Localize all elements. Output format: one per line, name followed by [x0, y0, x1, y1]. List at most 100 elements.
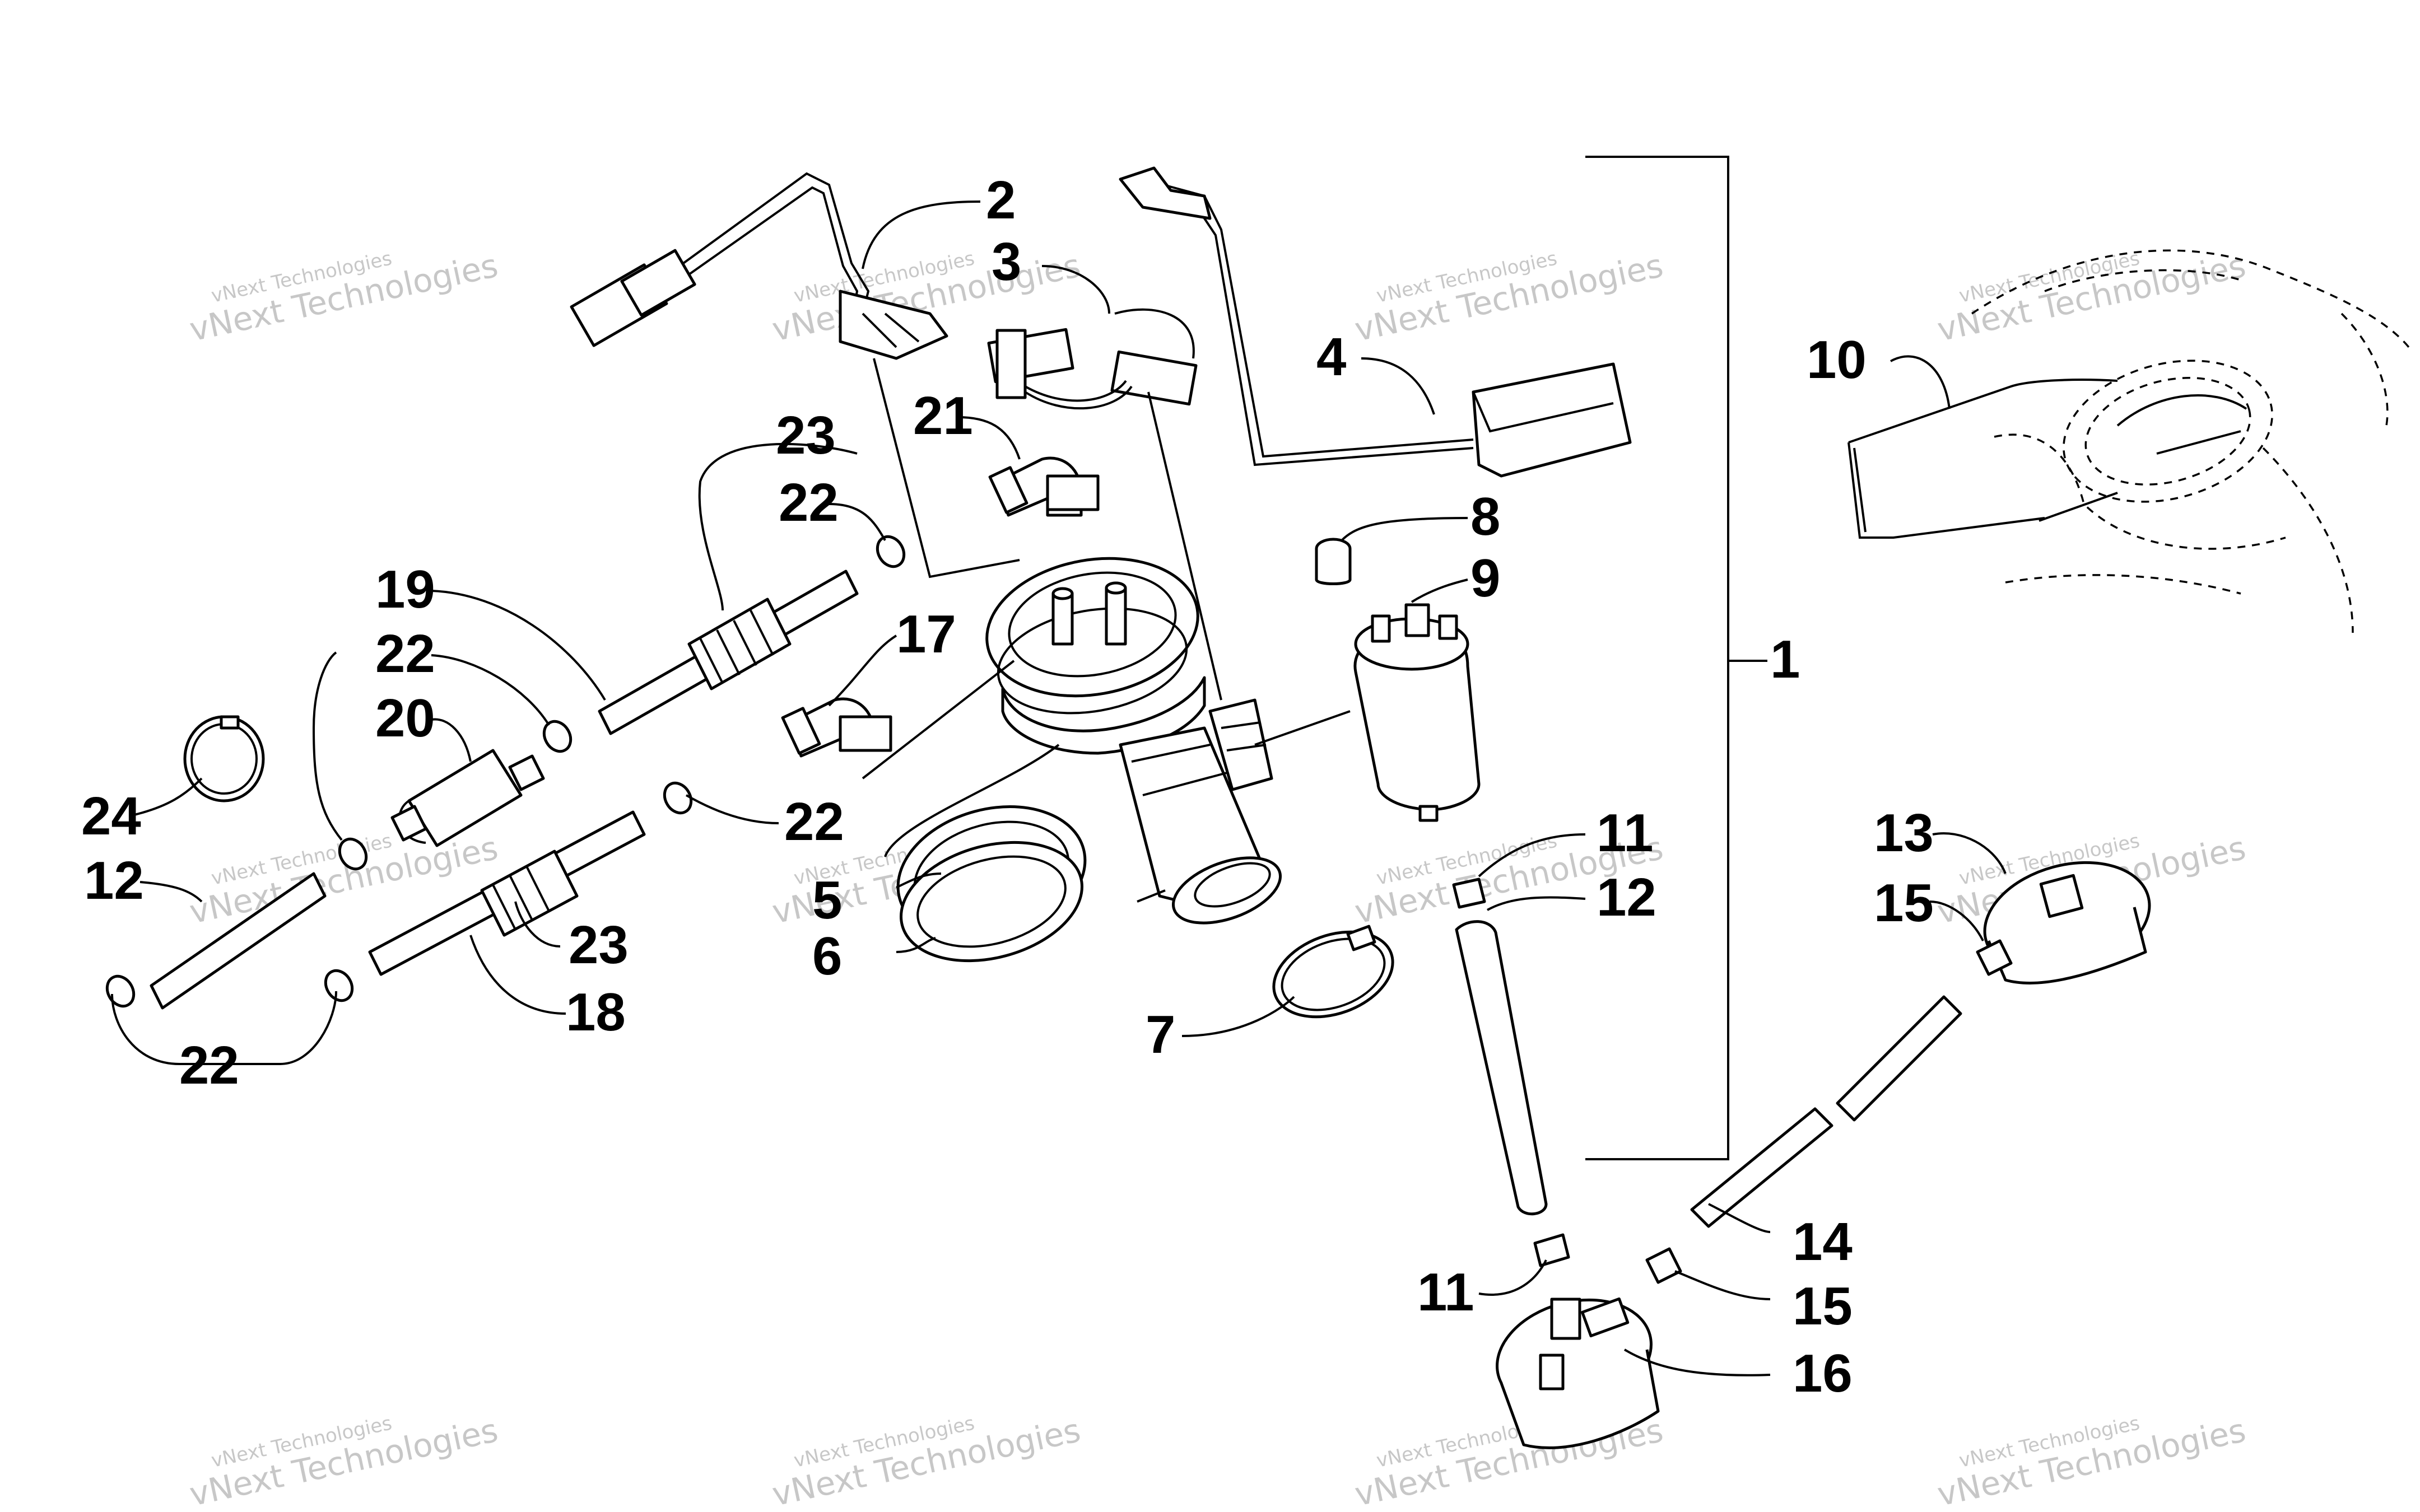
guide-line: [873, 358, 1020, 578]
leader-line: [134, 777, 203, 816]
hose-clip-part: [876, 535, 906, 568]
leader-line: [896, 872, 942, 889]
leader-line: [896, 937, 936, 953]
protective-sleeve-part: [687, 598, 792, 690]
callout-22: 22: [784, 792, 844, 852]
leader-line: [1478, 833, 1586, 878]
leader-line: [514, 901, 561, 948]
leader-line: [1341, 517, 1468, 542]
hose-clip-part: [324, 969, 354, 1002]
callout-4: 4: [1316, 327, 1346, 387]
gasket-part: [900, 841, 1083, 963]
pump-cap-part: [1315, 538, 1352, 585]
callout-8: 8: [1470, 487, 1500, 547]
callout-15: 15: [1793, 1276, 1853, 1336]
clamp-band-part: [183, 715, 265, 802]
callout-3: 3: [992, 232, 1021, 292]
callout-16: 16: [1793, 1343, 1853, 1403]
fuel-hose-part: [150, 872, 327, 1010]
fitting-part: [1976, 939, 2013, 976]
jet-pump-part: [1983, 861, 2151, 984]
wire-harness-part: [570, 172, 948, 360]
guide-line: [862, 660, 1015, 780]
fuel-level-sender-part: [1119, 166, 1632, 478]
leader-line: [828, 634, 897, 707]
fuel-hose-part: [1455, 920, 1548, 1216]
leader-line: [111, 991, 337, 1065]
jet-pump-part: [1496, 1297, 1660, 1449]
hose-clamp-part: [1452, 878, 1486, 909]
leader-line: [1361, 357, 1435, 415]
leader-line: [1932, 832, 2007, 874]
hose-clip-part: [338, 837, 368, 871]
leader-line: [1411, 578, 1468, 603]
fuel-pump-part: [1353, 603, 1481, 822]
callout-22: 22: [779, 473, 839, 533]
guide-line: [1254, 710, 1351, 746]
elbow-fitting-part: [781, 697, 892, 758]
callout-9: 9: [1470, 548, 1500, 608]
callout-23: 23: [776, 405, 836, 465]
elbow-fitting-part: [988, 456, 1100, 517]
leader-line: [698, 442, 858, 611]
leader-line: [957, 416, 1021, 460]
leader-line: [312, 651, 343, 841]
leader-line: [469, 935, 566, 1015]
fuel-pump-module: [985, 557, 1282, 925]
callout-23: 23: [569, 915, 629, 975]
protective-sleeve-part: [480, 850, 579, 937]
leader-line: [1674, 1270, 1771, 1300]
callout-10: 10: [1807, 330, 1867, 390]
fuel-tank-sketch: [1971, 249, 2410, 633]
leader-line: [431, 590, 606, 701]
hose-clip-part: [542, 720, 573, 753]
callout-12: 12: [1597, 867, 1656, 927]
leader-line: [1929, 900, 1984, 941]
callout-19: 19: [375, 559, 435, 619]
callout-22: 22: [179, 1035, 239, 1095]
callout-24: 24: [81, 786, 141, 846]
hose-clip-part: [663, 781, 693, 815]
callout-17: 17: [896, 604, 956, 664]
callout-15: 15: [1874, 873, 1934, 933]
guide-line: [1137, 889, 1166, 903]
callout-1: 1: [1770, 629, 1800, 689]
fuel-line-part: [1690, 995, 1962, 1228]
leader-line: [431, 718, 472, 762]
assembly-bracket: [1585, 156, 1729, 1160]
callout-11: 11: [1597, 803, 1653, 863]
callout-6: 6: [812, 926, 842, 986]
callout-11: 11: [1417, 1262, 1474, 1322]
fitting-part: [1645, 1247, 1682, 1284]
retaining-clip-part: [1847, 379, 2118, 539]
callout-12: 12: [84, 851, 144, 911]
leader-line: [1181, 996, 1295, 1037]
callout-14: 14: [1793, 1212, 1853, 1272]
leader-line: [884, 744, 1060, 857]
guide-line: [1147, 391, 1222, 701]
leader-line: [1890, 355, 1951, 409]
leader-line: [686, 794, 779, 824]
leader-line: [862, 200, 981, 269]
leader-line: [1487, 896, 1586, 911]
connector-harness-part: [987, 308, 1198, 410]
callout-22: 22: [375, 624, 435, 684]
hose-clip-part: [105, 974, 136, 1008]
leader-line: [139, 881, 203, 903]
callout-20: 20: [375, 688, 435, 748]
leader-line: [1708, 1203, 1771, 1233]
callout-18: 18: [566, 982, 626, 1042]
callout-7: 7: [1146, 1005, 1175, 1065]
callout-5: 5: [812, 870, 842, 930]
callout-21: 21: [913, 386, 973, 446]
fuel-filter-part: [390, 749, 545, 847]
hose-clamp-part: [1272, 925, 1394, 1019]
leader-line: [829, 503, 886, 541]
